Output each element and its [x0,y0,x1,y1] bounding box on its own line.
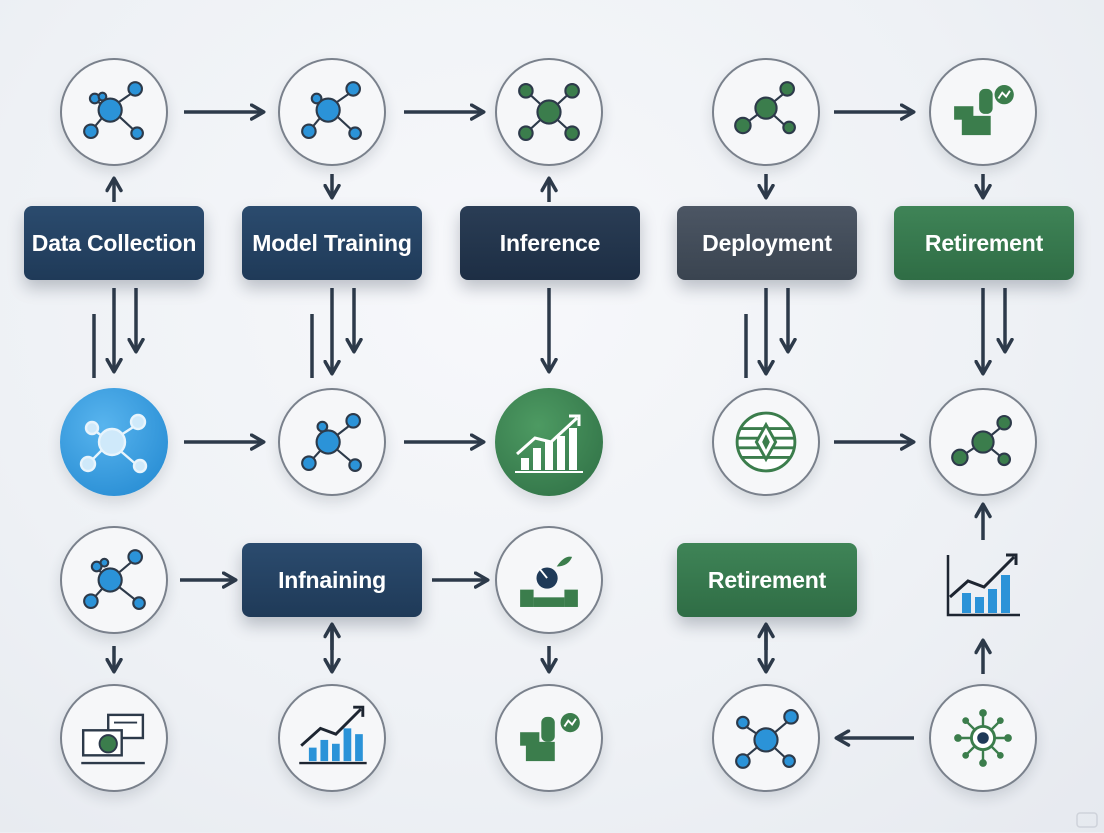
stage-label: Inference [499,229,601,256]
stage-label: Infnaining [278,566,386,593]
database-trend-icon [929,58,1037,166]
stage-retirement-mid: Retirement [677,543,857,617]
globe-diamond-icon [712,388,820,496]
molecule-network-icon [60,388,168,496]
stage-label: Model Training [252,229,412,256]
molecule-network-icon [278,388,386,496]
stage-label: Deployment [702,229,832,256]
robot-arm-icon [495,526,603,634]
stage-inference: Inference [460,206,640,280]
stage-data-collection: Data Collection [24,206,204,280]
molecule-network-icon [60,58,168,166]
watermark-logo-icon [1076,812,1098,828]
stage-model-training: Model Training [242,206,422,280]
molecule-network-icon [60,526,168,634]
molecule-network-icon [712,58,820,166]
stage-label: Retirement [707,566,827,593]
stage-label: Retirement [924,229,1044,256]
document-gear-icon [60,684,168,792]
stage-deployment: Deployment [677,206,857,280]
hub-network-icon [929,684,1037,792]
stage-retirement-top: Retirement [894,206,1074,280]
stage-infnaining: Infnaining [242,543,422,617]
molecule-network-icon [278,58,386,166]
stage-label: Data Collection [31,229,197,256]
growth-chart-icon [495,388,603,496]
database-trend-icon [495,684,603,792]
molecule-network-icon [495,58,603,166]
growth-chart-icon [278,684,386,792]
growth-chart-icon [940,545,1026,621]
molecule-network-icon [712,684,820,792]
molecule-network-icon [929,388,1037,496]
